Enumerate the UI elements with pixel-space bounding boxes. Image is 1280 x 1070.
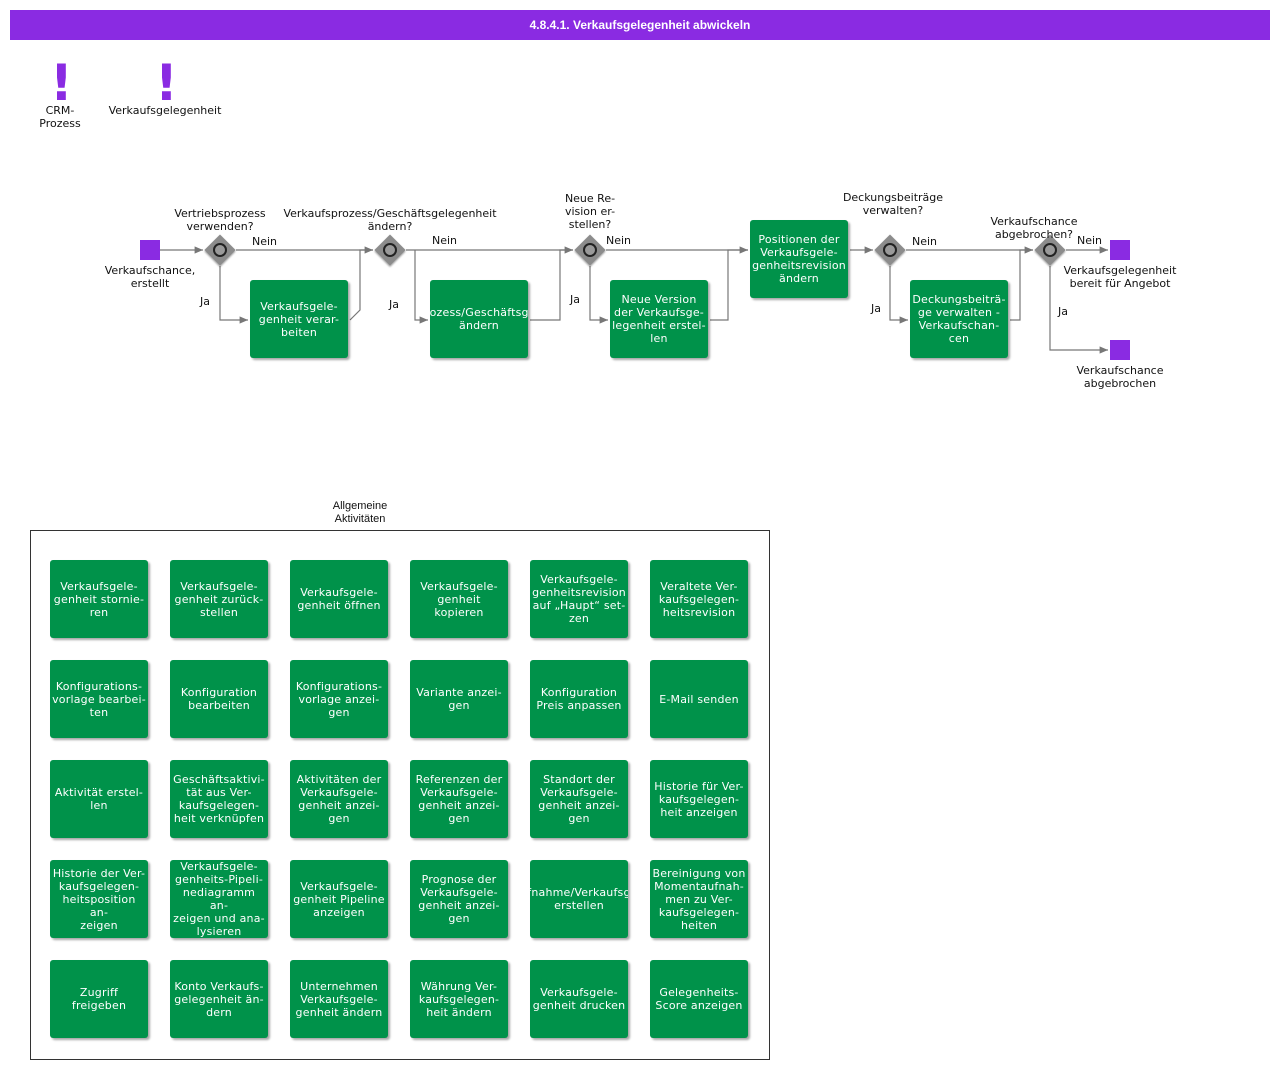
activity-show-pipeline[interactable]: Verkaufsgele- genheit Pipeline anzeigen — [290, 860, 388, 938]
gateway-4-yes-label: Ja — [871, 302, 881, 315]
task-process-opportunity[interactable]: Verkaufsgele- genheit verar- beiten — [250, 280, 348, 358]
legend-vg-label: Verkaufsgelegenheit — [108, 104, 222, 117]
general-activities-group — [30, 530, 770, 1060]
gateway-1-label: Vertriebsprozess verwenden? — [174, 207, 266, 233]
crm-process-exclamation-icon: ! — [50, 54, 73, 112]
activity-analyze-pipeline-diagram[interactable]: Verkaufsgele- genheits-Pipeli- nediagram… — [170, 860, 268, 938]
activity-change-company[interactable]: Unternehmen Verkaufsgele- genheit ändern — [290, 960, 388, 1038]
activity-print-opportunity[interactable]: Verkaufsgele- genheit drucken — [530, 960, 628, 1038]
activity-copy-opportunity[interactable]: Verkaufsgele- genheit kopieren — [410, 560, 508, 638]
activity-show-config-template[interactable]: Konfigurations- vorlage anzei- gen — [290, 660, 388, 738]
start-event[interactable] — [140, 240, 160, 260]
gateway-3-label: Neue Re- vision er- stellen? — [564, 192, 616, 231]
task-manage-contribution-margins[interactable]: Deckungsbeiträ- ge verwalten - Verkaufsc… — [910, 280, 1008, 358]
activity-show-variant[interactable]: Variante anzei- gen — [410, 660, 508, 738]
end-event-ready[interactable] — [1110, 240, 1130, 260]
activity-cleanup-snapshots[interactable]: Bereinigung von Momentaufnah- men zu Ver… — [650, 860, 748, 938]
gateway-2-yes-label: Ja — [389, 298, 399, 311]
gateway-3-no-label: Nein — [606, 234, 632, 247]
activity-show-location[interactable]: Standort der Verkaufsgele- genheit anzei… — [530, 760, 628, 838]
end-event-aborted[interactable] — [1110, 340, 1130, 360]
activity-show-forecast[interactable]: Prognose der Verkaufsgele- genheit anzei… — [410, 860, 508, 938]
activity-create-snapshot[interactable]: Momentaufnahme/Verkaufsgelegenheit erste… — [530, 860, 628, 938]
gateway-5-yes-label: Ja — [1058, 305, 1068, 318]
gateway-4-label: Deckungsbeiträge verwalten? — [842, 191, 944, 217]
diagram-title: 4.8.4.1. Verkaufsgelegenheit abwickeln — [10, 10, 1270, 40]
activity-adjust-config-price[interactable]: Konfiguration Preis anpassen — [530, 660, 628, 738]
sales-opportunity-exclamation-icon: ! — [155, 54, 178, 112]
legend-crm-label: CRM- Prozess — [39, 104, 81, 130]
gateway-1-yes-label: Ja — [200, 295, 210, 308]
gateway-4-no-label: Nein — [912, 235, 938, 248]
activity-defer-opportunity[interactable]: Verkaufsgele- genheit zurück- stellen — [170, 560, 268, 638]
gateway-2-label: Verkaufsprozess/Geschäftsgelegenheit änd… — [283, 207, 497, 233]
activity-share-access[interactable]: Zugriff freigeben — [50, 960, 148, 1038]
end-event-ready-label: Verkaufsgelegenheit bereit für Angebot — [1063, 264, 1177, 290]
gateway-1-no-label: Nein — [252, 235, 278, 248]
gateway-3-yes-label: Ja — [570, 293, 580, 306]
activity-send-email[interactable]: E-Mail senden — [650, 660, 748, 738]
task-create-new-version[interactable]: Neue Version der Verkaufsge- legenheit e… — [610, 280, 708, 358]
activity-create-activity[interactable]: Aktivität erstel- len — [50, 760, 148, 838]
group-title: Allgemeine Aktivitäten — [332, 500, 388, 525]
activity-show-history[interactable]: Historie für Ver- kaufsgelegen- heit anz… — [650, 760, 748, 838]
flow-connectors — [160, 246, 1108, 354]
activity-obsolete-revision[interactable]: Veraltete Ver- kaufsgelegen- heitsrevisi… — [650, 560, 748, 638]
gateway-5-label: Verkaufschance abgebrochen? — [990, 215, 1078, 241]
activity-change-account[interactable]: Konto Verkaufs- gelegenheit än- dern — [170, 960, 268, 1038]
task-change-revision-positions[interactable]: Positionen der Verkaufsgele- genheitsrev… — [750, 220, 848, 298]
activity-change-currency[interactable]: Währung Ver- kaufsgelegen- heit ändern — [410, 960, 508, 1038]
activity-show-references[interactable]: Referenzen der Verkaufsgele- genheit anz… — [410, 760, 508, 838]
activity-show-activities[interactable]: Aktivitäten der Verkaufsgele- genheit an… — [290, 760, 388, 838]
activity-cancel-opportunity[interactable]: Verkaufsgele- genheit stornie- ren — [50, 560, 148, 638]
activity-edit-configuration[interactable]: Konfiguration bearbeiten — [170, 660, 268, 738]
gateway-2-no-label: Nein — [432, 234, 458, 247]
activity-show-position-history[interactable]: Historie der Ver- kaufsgelegen- heitspos… — [50, 860, 148, 938]
task-change-sales-process[interactable]: Verkaufsprozess/Geschäftsgelegenheit änd… — [430, 280, 528, 358]
activity-link-business-activity[interactable]: Geschäftsaktivi- tät aus Ver- kaufsgeleg… — [170, 760, 268, 838]
activity-set-revision-main[interactable]: Verkaufsgele- genheitsrevision auf „Haup… — [530, 560, 628, 638]
end-event-aborted-label: Verkaufschance abgebrochen — [1076, 364, 1164, 390]
gateway-5-no-label: Nein — [1077, 234, 1103, 247]
start-event-label: Verkaufschance, erstellt — [104, 264, 196, 290]
activity-open-opportunity[interactable]: Verkaufsgele- genheit öffnen — [290, 560, 388, 638]
activity-show-opportunity-score[interactable]: Gelegenheits- Score anzeigen — [650, 960, 748, 1038]
activity-edit-config-template[interactable]: Konfigurations- vorlage bearbei- ten — [50, 660, 148, 738]
